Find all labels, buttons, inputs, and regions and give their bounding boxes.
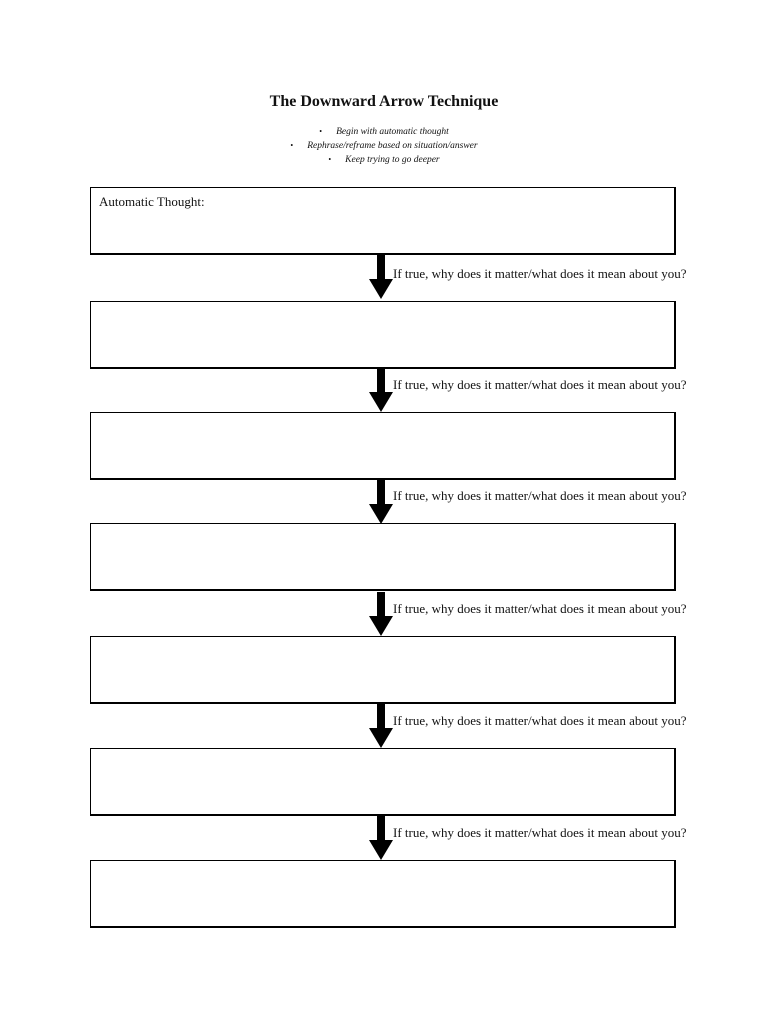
down-arrow-icon xyxy=(369,704,393,748)
thought-box-1[interactable]: Automatic Thought: xyxy=(90,187,676,255)
arrow-prompt: If true, why does it matter/what does it… xyxy=(393,825,687,840)
instruction-item: • Keep trying to go deeper xyxy=(0,153,768,167)
instruction-text: Rephrase/reframe based on situation/answ… xyxy=(307,141,478,151)
arrow-prompt: If true, why does it matter/what does it… xyxy=(393,266,687,281)
arrow-prompt: If true, why does it matter/what does it… xyxy=(393,713,687,728)
thought-box-3[interactable] xyxy=(90,412,676,480)
arrow-prompt: If true, why does it matter/what does it… xyxy=(393,488,687,503)
down-arrow-icon xyxy=(369,816,393,860)
down-arrow-icon xyxy=(369,255,393,299)
thought-box-5[interactable] xyxy=(90,636,676,704)
bullet-icon: • xyxy=(328,155,332,164)
bullet-icon: • xyxy=(319,127,323,136)
thought-box-6[interactable] xyxy=(90,748,676,816)
thought-box-7[interactable] xyxy=(90,860,676,928)
thought-box-2[interactable] xyxy=(90,301,676,369)
down-arrow-icon xyxy=(369,592,393,636)
bullet-icon: • xyxy=(290,141,294,150)
instruction-item: • Rephrase/reframe based on situation/ans… xyxy=(0,139,768,153)
thought-box-4[interactable] xyxy=(90,523,676,591)
instruction-text: Begin with automatic thought xyxy=(336,127,449,137)
instructions-list: • Begin with automatic thought • Rephrase/… xyxy=(0,125,768,167)
instruction-text: Keep trying to go deeper xyxy=(345,155,440,165)
down-arrow-icon xyxy=(369,368,393,412)
worksheet-title: The Downward Arrow Technique xyxy=(269,93,499,110)
arrow-prompt: If true, why does it matter/what does it… xyxy=(393,377,687,392)
instruction-item: • Begin with automatic thought xyxy=(0,125,768,139)
arrow-prompt: If true, why does it matter/what does it… xyxy=(393,601,687,616)
automatic-thought-label: Automatic Thought: xyxy=(99,194,205,209)
down-arrow-icon xyxy=(369,480,393,524)
